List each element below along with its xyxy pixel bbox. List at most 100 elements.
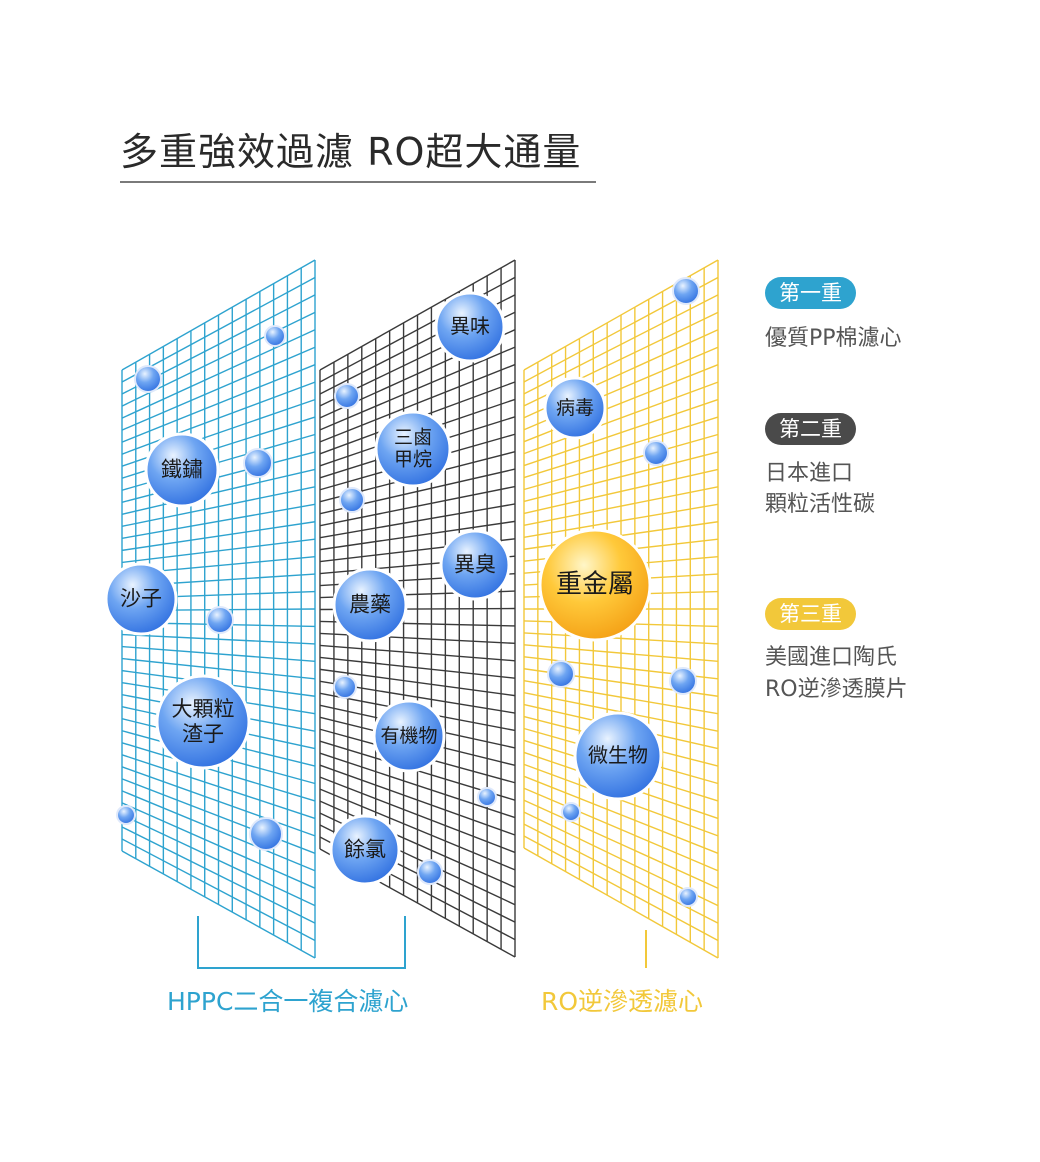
- mesh-line: [121, 657, 316, 680]
- mesh-line: [523, 486, 719, 527]
- mesh-line: [319, 788, 516, 871]
- mesh-line: [121, 486, 316, 528]
- mesh-line: [523, 294, 719, 395]
- small-particle: [643, 440, 669, 466]
- small-particle: [339, 487, 365, 513]
- contaminant-particle: [434, 291, 506, 363]
- mesh-line: [121, 259, 316, 371]
- mesh-line: [319, 800, 516, 888]
- small-particle: [243, 448, 273, 478]
- mesh-line: [319, 363, 516, 443]
- hppc-bracket: [197, 916, 406, 969]
- contaminant-particle: [155, 674, 251, 770]
- small-particle: [206, 606, 234, 634]
- mesh-line: [523, 835, 719, 942]
- legend-badge-layer-1: 第一重: [765, 277, 856, 309]
- heavy-metal-particle: [538, 528, 652, 642]
- mesh-line: [319, 656, 516, 679]
- small-particle: [334, 383, 360, 409]
- small-particles: [116, 277, 700, 907]
- mesh-line: [121, 538, 316, 564]
- legend-desc-layer-3-line1: 美國進口陶氏: [765, 645, 898, 670]
- mesh-line: [319, 503, 516, 539]
- small-particle: [417, 859, 443, 885]
- contaminant-particle: [332, 567, 408, 643]
- contaminant-particle: [573, 711, 663, 801]
- contaminant-microorganism: 微生物: [588, 743, 648, 768]
- mesh-line: [121, 381, 316, 455]
- filter-brackets: [197, 916, 647, 969]
- mesh-line: [121, 778, 316, 854]
- mesh-line: [319, 346, 516, 431]
- small-particle: [264, 325, 286, 347]
- contaminant-large-particles-line1: 大顆粒: [171, 697, 235, 722]
- small-particle: [249, 817, 283, 851]
- legend-badge-layer-3: 第三重: [765, 598, 856, 630]
- contaminant-large-particles: 大顆粒 渣子: [172, 697, 235, 747]
- small-particle: [116, 805, 136, 825]
- legend-badge-layer-2: 第二重: [765, 413, 856, 445]
- mesh-line: [523, 775, 719, 854]
- mesh-line: [121, 521, 316, 552]
- small-particle: [561, 802, 581, 822]
- contaminant-odor: 異臭: [454, 552, 496, 577]
- mesh-line: [121, 364, 316, 443]
- mesh-line: [121, 645, 316, 663]
- mesh-line: [121, 503, 316, 540]
- small-particle: [669, 667, 697, 695]
- legend-desc-layer-3-line2: RO逆滲透膜片: [765, 677, 908, 702]
- legend-desc-layer-1: 優質PP棉濾心: [765, 326, 902, 351]
- mesh-line: [523, 468, 719, 515]
- mesh-line: [121, 754, 316, 820]
- hppc-filter-label: HPPC二合一複合濾心: [167, 987, 409, 1016]
- mesh-line: [319, 776, 516, 854]
- contaminant-particles: [104, 291, 663, 886]
- mesh-line: [121, 742, 316, 802]
- legend-desc-layer-2-line1: 日本進口: [765, 461, 854, 486]
- mesh-line: [121, 276, 316, 383]
- mesh-line: [121, 766, 316, 837]
- contaminant-particle: [372, 699, 446, 773]
- mesh-line: [523, 847, 719, 959]
- mesh-line: [523, 433, 719, 491]
- mesh-line: [319, 644, 516, 662]
- activated-carbon-filter-mesh: [319, 259, 516, 958]
- contaminant-heavy-metal: 重金屬: [555, 569, 635, 600]
- small-particle: [477, 787, 497, 807]
- contaminant-trihalomethane-line2: 甲烷: [393, 449, 433, 471]
- mesh-line: [121, 802, 316, 889]
- contaminant-large-particles-line2: 渣子: [182, 722, 224, 746]
- contaminant-residual-chlorine: 餘氯: [344, 837, 386, 862]
- small-particle: [333, 675, 357, 699]
- contaminant-particle: [374, 410, 452, 488]
- mesh-line: [523, 632, 719, 645]
- contaminant-iron-rust: 鐵鏽: [161, 457, 203, 482]
- small-particle: [678, 887, 698, 907]
- contaminant-particle: [144, 432, 220, 508]
- contaminant-particle: [329, 814, 401, 886]
- small-particle: [672, 277, 700, 305]
- mesh-line: [319, 485, 516, 527]
- mesh-line: [121, 838, 316, 942]
- mesh-line: [121, 814, 316, 907]
- contaminant-sand: 沙子: [120, 586, 162, 611]
- mesh-line: [121, 329, 316, 419]
- legend-desc-layer-2-line2: 顆粒活性碳: [765, 492, 876, 517]
- mesh-line: [523, 451, 719, 503]
- ro-filter-label: RO逆滲透濾心: [541, 987, 704, 1016]
- contaminant-particle: [543, 376, 607, 440]
- page-title: 多重強效過濾 RO超大通量: [120, 130, 582, 174]
- mesh-line: [523, 416, 719, 479]
- contaminant-odd-taste: 異味: [450, 314, 490, 339]
- mesh-line: [523, 787, 719, 872]
- contaminant-organic: 有機物: [380, 724, 438, 747]
- mesh-line: [121, 790, 316, 872]
- small-particle: [134, 365, 162, 393]
- mesh-line: [523, 503, 719, 538]
- contaminant-trihalomethane: 三鹵 甲烷: [394, 427, 432, 472]
- mesh-line: [319, 668, 516, 697]
- contaminant-particle: [439, 529, 511, 601]
- mesh-line: [523, 799, 719, 889]
- mesh-line: [121, 468, 316, 515]
